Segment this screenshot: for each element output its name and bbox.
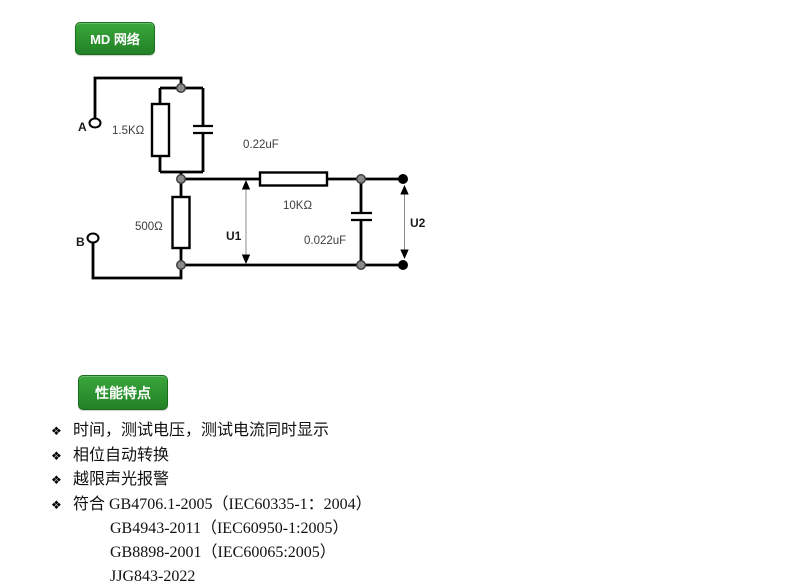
terminal-b-circle	[86, 232, 100, 244]
capacitor-0p022uf-plates	[351, 211, 372, 222]
circuit-diagram: A B 1.5KΩ 0.22uF 500Ω 10KΩ 0.022uF U1 U2	[76, 76, 426, 280]
list-item: ❖ 越限声光报警	[51, 468, 611, 493]
terminal-a-label: A	[78, 120, 87, 134]
diamond-bullet-icon: ❖	[51, 424, 62, 438]
resistor-10k-body	[258, 171, 329, 187]
shunt-branch	[171, 179, 191, 265]
junction-nodes	[175, 82, 367, 271]
capacitor-0p22uf-label: 0.22uF	[243, 139, 279, 151]
resistor-10k-label: 10KΩ	[283, 200, 312, 212]
input-parallel-network	[150, 86, 213, 179]
features-list: ❖ 时间，测试电压，测试电流同时显示 ❖ 相位自动转换 ❖ 越限声光报警 ❖ 符合 GB…	[51, 419, 611, 588]
feature-text: 符合 GB4706.1-2005（IEC60335-1：2004）	[73, 495, 372, 513]
output-terminal-bottom	[398, 260, 408, 270]
resistor-1k5-label: 1.5KΩ	[112, 125, 145, 137]
series-branch	[181, 171, 403, 187]
u2-label: U2	[410, 216, 426, 230]
feature-text: 时间，测试电压，测试电流同时显示	[73, 422, 330, 439]
node-bottom-right	[356, 260, 367, 271]
features-badge: 性能特点	[78, 375, 168, 410]
diamond-bullet-icon: ❖	[51, 448, 62, 463]
capacitor-0p022uf-label: 0.022uF	[304, 235, 346, 247]
list-item: ❖ 相位自动转换	[51, 444, 611, 469]
feature-continuation: GB8898-2001（IEC60065:2005）	[110, 543, 336, 561]
u1-measure-arrow	[241, 180, 251, 264]
feature-continuation: GB4943-2011（IEC60950-1:2005）	[110, 520, 349, 538]
md-network-badge: MD 网络	[75, 22, 155, 55]
diamond-bullet-icon: ❖	[51, 473, 62, 488]
features-badge-label: 性能特点	[95, 384, 151, 401]
output-terminal-top	[398, 174, 408, 184]
node-bottom-left	[175, 260, 186, 271]
list-item: ❖ 时间，测试电压，测试电流同时显示	[51, 419, 611, 444]
node-top	[175, 82, 186, 93]
u2-measure-arrow	[400, 185, 409, 259]
resistor-1k5-body	[150, 102, 171, 158]
u1-label: U1	[226, 229, 242, 243]
resistor-500-label: 500Ω	[135, 221, 163, 233]
output-capacitor-branch	[351, 179, 372, 265]
resistor-500-body	[171, 195, 191, 250]
list-item: ❖ 符合 GB4706.1-2005（IEC60335-1：2004）	[51, 493, 611, 518]
capacitor-0p22uf-plates	[193, 124, 213, 135]
feature-continuation: JJG843-2022	[110, 567, 196, 585]
diamond-bullet-icon: ❖	[51, 497, 62, 512]
node-mid-right	[356, 173, 367, 184]
md-network-badge-label: MD 网络	[90, 32, 140, 47]
node-mid-left	[175, 173, 186, 184]
terminal-b-label: B	[76, 235, 85, 249]
terminal-a-circle	[88, 117, 102, 129]
feature-text: 相位自动转换	[73, 446, 170, 464]
feature-text: 越限声光报警	[73, 471, 170, 489]
